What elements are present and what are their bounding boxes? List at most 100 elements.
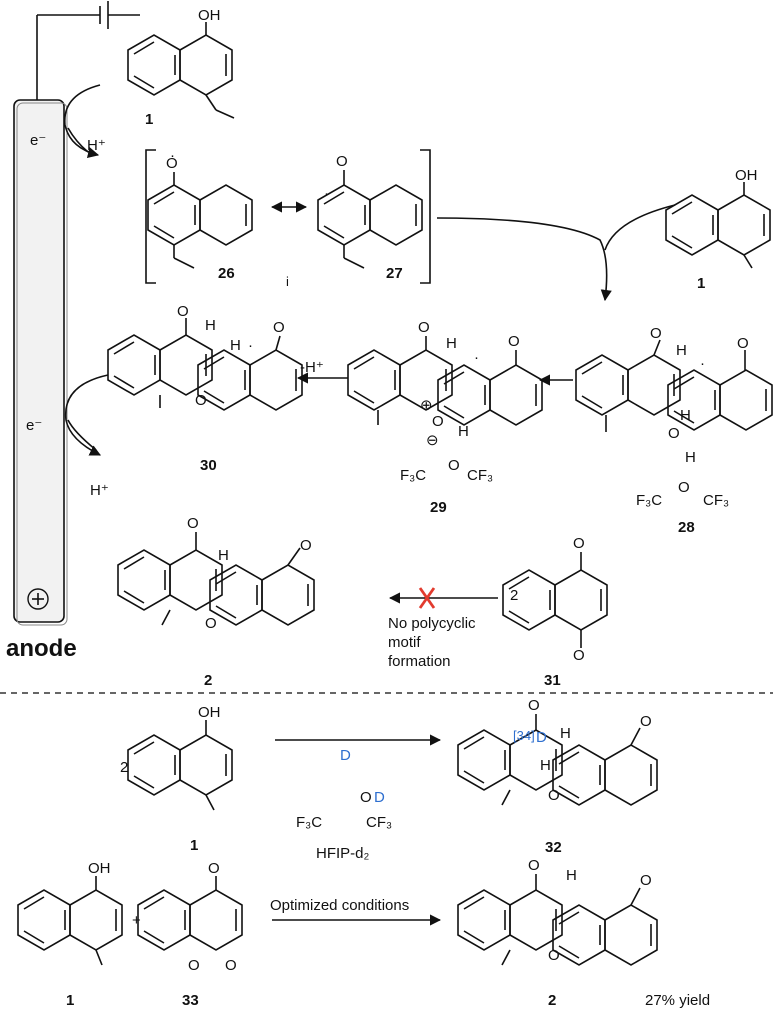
label-1-right: 1 xyxy=(697,275,705,292)
radical-resonance: O · 26 O · 27 i xyxy=(145,147,431,289)
svg-text:OH: OH xyxy=(88,860,111,877)
svg-text:F₃C: F₃C xyxy=(636,492,662,509)
svg-text:O: O xyxy=(650,325,662,342)
svg-text:2: 2 xyxy=(510,587,518,604)
anode-label: anode xyxy=(6,635,77,662)
svg-text:F₃C: F₃C xyxy=(400,467,426,484)
svg-text:H: H xyxy=(685,449,696,466)
compound-2-middle: O H O O 2 xyxy=(117,515,315,689)
svg-text:CF₃: CF₃ xyxy=(703,492,729,509)
electrode: anode xyxy=(6,1,140,662)
svg-text:O: O xyxy=(528,857,540,874)
no-motif-line3: formation xyxy=(388,653,451,670)
label-28: 28 xyxy=(678,519,695,536)
i-mark: i xyxy=(286,274,289,289)
no-motif-line1: No polycyclic xyxy=(388,615,476,632)
svg-text:H: H xyxy=(218,547,229,564)
svg-text:H: H xyxy=(205,317,216,334)
svg-text:H: H xyxy=(230,337,241,354)
svg-text:O: O xyxy=(360,789,372,806)
compound-1-top: OH 1 xyxy=(127,7,235,128)
label-32: 32 xyxy=(545,839,562,856)
svg-text:O: O xyxy=(225,957,237,974)
label-1-control: 1 xyxy=(66,992,74,1009)
proton-top: H⁺ xyxy=(87,137,106,154)
yield-label: 27% yield xyxy=(645,992,710,1009)
compound-30: O H H · O O 30 xyxy=(107,303,303,474)
svg-text:O: O xyxy=(737,335,749,352)
label-2-control: 2 xyxy=(548,992,556,1009)
svg-text:OH: OH xyxy=(735,167,758,184)
svg-text:OH: OH xyxy=(198,704,221,721)
svg-text:H: H xyxy=(446,335,457,352)
svg-text:O: O xyxy=(205,615,217,632)
label-2-middle: 2 xyxy=(204,672,212,689)
compound-1-right: OH 1 xyxy=(665,167,771,292)
no-reaction-cross-icon xyxy=(418,587,436,609)
svg-text:+: + xyxy=(132,912,141,929)
svg-text:O: O xyxy=(678,479,690,496)
compound-29: O H · O ⊕ O ⊖ H O F₃C CF₃ 29 xyxy=(347,319,543,516)
label-26: 26 xyxy=(218,265,235,282)
svg-text:O: O xyxy=(300,537,312,554)
electron-top: e⁻ xyxy=(30,132,46,149)
svg-text:O: O xyxy=(640,713,652,730)
svg-text:O: O xyxy=(188,957,200,974)
svg-text:O: O xyxy=(548,787,560,804)
svg-text:O: O xyxy=(573,535,585,552)
svg-text:O: O xyxy=(336,153,348,170)
svg-text:·: · xyxy=(324,185,329,202)
svg-text:·: · xyxy=(170,147,175,164)
svg-text:O: O xyxy=(548,947,560,964)
label-31: 31 xyxy=(544,672,561,689)
label-30: 30 xyxy=(200,457,217,474)
svg-text:H: H xyxy=(566,867,577,884)
svg-text:F₃C: F₃C xyxy=(296,814,322,831)
hfip-label: HFIP-d₂ xyxy=(316,845,370,862)
svg-text:CF₃: CF₃ xyxy=(467,467,493,484)
label-1-d: 1 xyxy=(190,837,198,854)
deuterium-experiment: 2 OH 1 D O D F₃C CF₃ HFIP-d₂ O [34] D H … xyxy=(120,697,658,862)
svg-text:O: O xyxy=(448,457,460,474)
svg-text:O: O xyxy=(166,155,178,172)
svg-text:O: O xyxy=(187,515,199,532)
svg-text:⊖: ⊖ xyxy=(426,432,439,449)
svg-text:OH: OH xyxy=(198,7,221,24)
svg-text:H: H xyxy=(676,342,687,359)
electron-bottom: e⁻ xyxy=(26,417,42,434)
svg-text:O: O xyxy=(668,425,680,442)
svg-text:·: · xyxy=(700,355,705,372)
svg-text:O: O xyxy=(195,392,207,409)
svg-text:·: · xyxy=(248,337,253,354)
svg-text:O: O xyxy=(208,860,220,877)
label-1-top: 1 xyxy=(145,111,153,128)
svg-text:[34]: [34] xyxy=(513,728,535,743)
svg-text:O: O xyxy=(418,319,430,336)
svg-text:H: H xyxy=(458,423,469,440)
svg-text:H: H xyxy=(680,407,691,424)
svg-text:D: D xyxy=(536,729,547,746)
svg-text:D: D xyxy=(374,789,385,806)
compound-31: 2 O O 31 xyxy=(502,535,608,689)
label-29: 29 xyxy=(430,499,447,516)
optimized-conditions: Optimized conditions xyxy=(270,897,409,914)
svg-text:⊕: ⊕ xyxy=(420,397,433,414)
plus-terminal-icon xyxy=(27,588,49,610)
svg-text:D: D xyxy=(340,747,351,764)
svg-text:O: O xyxy=(508,333,520,350)
svg-text:O: O xyxy=(432,413,444,430)
svg-text:·: · xyxy=(474,349,479,366)
proton-bottom: H⁺ xyxy=(90,482,109,499)
svg-text:O: O xyxy=(640,872,652,889)
svg-text:H: H xyxy=(540,757,551,774)
svg-text:CF₃: CF₃ xyxy=(366,814,392,831)
svg-text:O: O xyxy=(573,647,585,664)
svg-text:2: 2 xyxy=(120,759,128,776)
svg-text:H: H xyxy=(560,725,571,742)
svg-text:O: O xyxy=(177,303,189,320)
compound-28: O H · O O H O H F₃C CF₃ 28 xyxy=(575,325,773,536)
svg-text:O: O xyxy=(273,319,285,336)
svg-text:O: O xyxy=(528,697,540,714)
no-motif-line2: motif xyxy=(388,634,421,651)
